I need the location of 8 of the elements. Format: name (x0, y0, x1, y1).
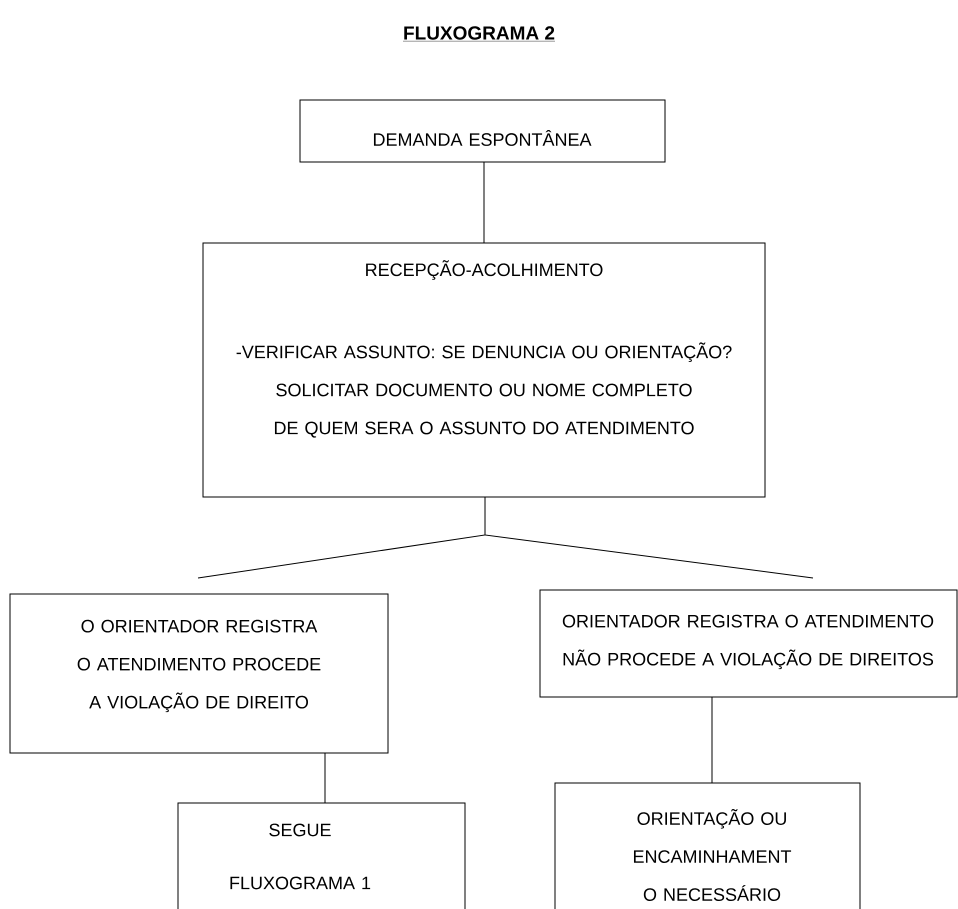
connector-line (324, 752, 326, 804)
process-box: ORIENTADOR REGISTRA O ATENDIMENTO NÃO PROCEDE A VIOLAÇÃO DE DIREITOS (540, 589, 958, 698)
title: FLUXOGRAMA 2 (402, 26, 556, 42)
process-box: DEMANDA ESPONTÂNEA (300, 99, 666, 162)
process-box: ORIENTAÇÃO OU ENCAMINHAMENT O NECESSÁRIO (554, 782, 860, 909)
process-box: RECEPÇÃO-ACOLHIMENTO -VERIFICAR ASSUNTO: SE DENUNCIA OU ORIENTAÇÃO? SOLICITAR DOCUMENTO OU NOME COMPLETO DE QUEM SERA O ASSUNTO DO ATENDIMENTO (202, 242, 766, 498)
process-box: O ORIENTADOR REGISTRA O ATENDIMENTO PROCEDE A VIOLAÇÃO DE DIREITO (10, 593, 388, 754)
process-box: SEGUE FLUXOGRAMA 1 (178, 802, 466, 909)
